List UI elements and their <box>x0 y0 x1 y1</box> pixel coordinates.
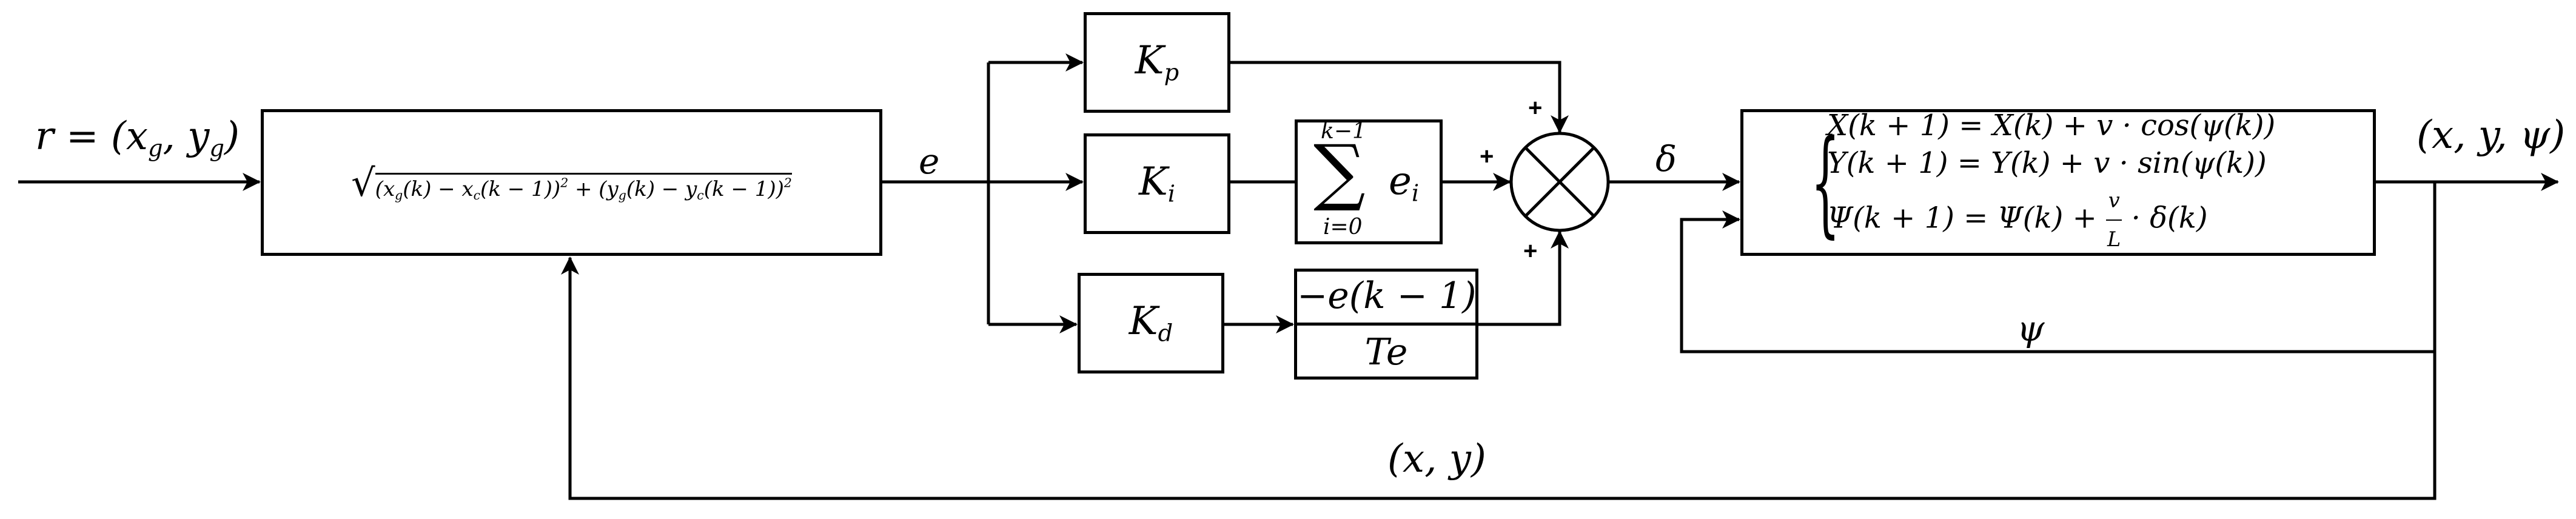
summation-block: k−1 ∑ i=0 ei <box>1295 119 1443 244</box>
distance-block: √(xg(k) − xc(k − 1))2 + (yg(k) − yc(k − … <box>261 109 882 256</box>
sign-left: + <box>1480 143 1494 170</box>
plant-block: { X(k + 1) = X(k) + v · cos(ψ(k)) Y(k + … <box>1740 109 2376 256</box>
diff-denominator: Te <box>1364 331 1408 373</box>
psi-feedback-label: ψ <box>2017 308 2045 349</box>
sigma-symbol: ∑ <box>1313 130 1366 214</box>
sign-top: + <box>1528 95 1543 121</box>
output-label: (x, y, ψ) <box>2417 113 2566 158</box>
kp-block: Kp <box>1084 12 1230 113</box>
kd-block: Kd <box>1078 273 1224 373</box>
delta-label: δ <box>1655 138 1677 179</box>
psi-feedback-line <box>1680 182 2437 353</box>
plant-eq-x: X(k + 1) = X(k) + v · cos(ψ(k)) <box>1827 109 2276 142</box>
distance-formula: √(xg(k) − xc(k − 1))2 + (yg(k) − yc(k − … <box>351 160 792 205</box>
summing-junction <box>1509 132 1610 232</box>
diff-output-line <box>1478 230 1569 326</box>
error-label: e <box>919 141 940 182</box>
sum-upper-limit: k−1 <box>1321 119 1366 144</box>
plant-brace: { <box>1811 115 1840 249</box>
kp-output-line <box>1230 61 1569 133</box>
sign-bottom: + <box>1523 238 1538 264</box>
ki-block: Ki <box>1084 133 1230 234</box>
diff-numerator: −e(k − 1) <box>1297 269 1477 326</box>
difference-block: −e(k − 1) Te <box>1294 269 1478 380</box>
sum-term: ei <box>1389 159 1420 207</box>
xy-feedback-line <box>561 256 2437 500</box>
xy-feedback-label: (x, y) <box>1387 437 1486 481</box>
sum-lower-limit: i=0 <box>1323 215 1363 239</box>
plant-eq-y: Y(k + 1) = Y(k) + v · sin(ψ(k)) <box>1827 146 2267 180</box>
reference-label: r = (xg, yg) <box>35 114 240 162</box>
